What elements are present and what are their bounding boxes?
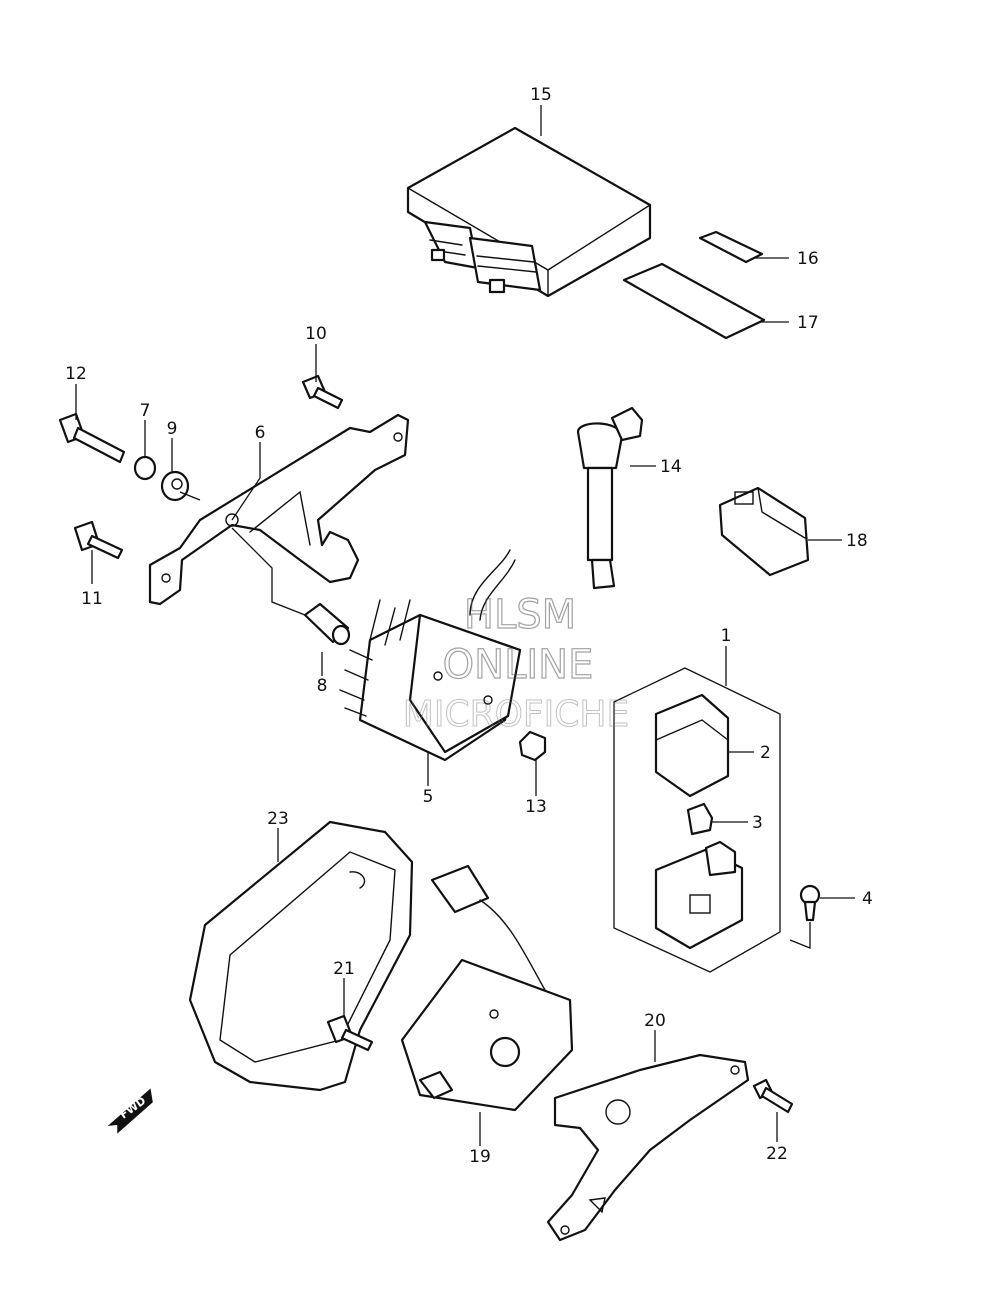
callout-22: 22 [766, 1144, 788, 1164]
callout-21: 21 [333, 959, 355, 979]
part-9-grommet[interactable] [160, 470, 190, 502]
callout-10: 10 [305, 324, 327, 344]
callout-15: 15 [530, 85, 552, 105]
part-6-bracket[interactable] [148, 413, 410, 606]
leader-lines [75, 105, 855, 1146]
part-11-bolt[interactable] [73, 520, 124, 560]
callout-17: 17 [797, 313, 819, 333]
part-14-ignition-coil[interactable] [576, 406, 644, 590]
callout-19: 19 [469, 1147, 491, 1167]
callout-6: 6 [255, 423, 266, 443]
callout-14: 14 [660, 457, 682, 477]
callout-16: 16 [797, 249, 819, 269]
part-2-relay-cover[interactable] [654, 693, 730, 798]
callout-23: 23 [267, 809, 289, 829]
callout-3: 3 [752, 813, 763, 833]
callout-1: 1 [721, 626, 732, 646]
callout-20: 20 [644, 1011, 666, 1031]
part-3-fuse[interactable] [686, 802, 714, 836]
part-17-pad-large[interactable] [622, 262, 766, 340]
part-15-ecu[interactable] [406, 126, 652, 298]
part-7-washer[interactable] [133, 455, 157, 481]
watermark-line-1: HLSM [464, 592, 576, 638]
callout-13: 13 [525, 797, 547, 817]
part-21-bolt[interactable] [326, 1014, 374, 1052]
watermark-line-3: MICROFICHE [403, 694, 629, 735]
part-5-regulator[interactable] [339, 549, 522, 762]
part-22-bolt[interactable] [752, 1078, 794, 1114]
callout-labels: 15 16 17 10 12 7 9 6 11 14 18 1 2 3 4 8 … [65, 85, 873, 1167]
part-18-connector[interactable] [718, 486, 810, 577]
callout-9: 9 [167, 419, 178, 439]
callout-8: 8 [317, 676, 328, 696]
callout-18: 18 [846, 531, 868, 551]
part-10-bolt[interactable] [301, 374, 344, 410]
watermark-line-2: ONLINE [443, 642, 594, 688]
fwd-arrow-icon: FWD [107, 1088, 153, 1134]
part-16-pad-small[interactable] [698, 230, 764, 264]
part-4-screw[interactable] [799, 884, 821, 922]
part-23-cover[interactable] [188, 820, 414, 1092]
callout-11: 11 [81, 589, 103, 609]
part-13-nut[interactable] [518, 730, 547, 762]
callout-12: 12 [65, 364, 87, 384]
relay-body[interactable] [654, 840, 744, 950]
part-12-bolt[interactable] [58, 412, 126, 464]
part-1-relay-assembly[interactable] [613, 667, 781, 973]
callout-7: 7 [140, 401, 151, 421]
part-8-spacer[interactable] [303, 602, 351, 646]
callout-4: 4 [862, 889, 873, 909]
part-20-bracket[interactable] [546, 1053, 750, 1242]
watermark: HLSM ONLINE MICROFICHE [402, 591, 629, 735]
callout-2: 2 [760, 743, 771, 763]
part-19-sensor[interactable] [400, 864, 574, 1112]
callout-5: 5 [423, 787, 434, 807]
